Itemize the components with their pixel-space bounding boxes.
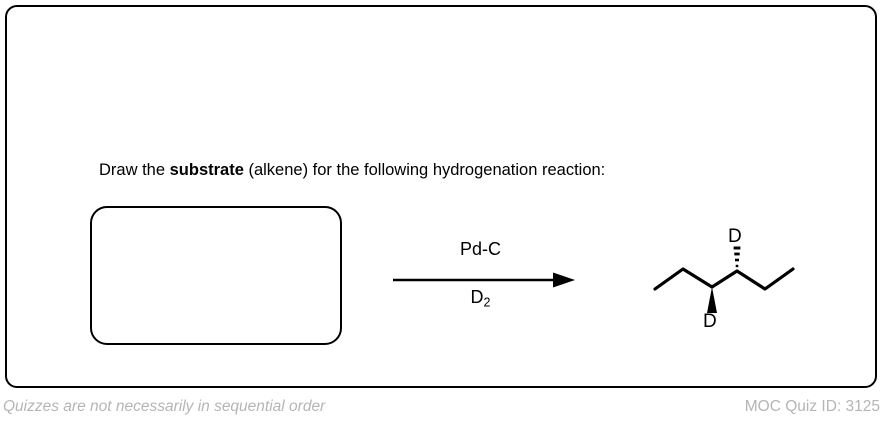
right-arrow-icon — [393, 272, 575, 288]
reagent-below-arrow: D2 — [393, 287, 568, 310]
question-suffix: (alkene) for the following hydrogenation… — [243, 161, 606, 179]
reaction-arrow-group: Pd-C D2 — [393, 239, 578, 319]
question-prefix: Draw the — [99, 161, 170, 179]
solid-wedge-bond — [707, 287, 717, 313]
reagent-below-subscript: 2 — [483, 295, 491, 310]
skeletal-structure-icon — [653, 246, 795, 313]
answer-drawing-box[interactable] — [90, 206, 342, 345]
footer-quiz-id: MOC Quiz ID: 3125 — [744, 398, 880, 415]
question-emphasis: substrate — [169, 161, 244, 179]
reagent-above-arrow: Pd-C — [459, 239, 501, 259]
atom-label-d-top: D — [728, 226, 742, 247]
question-prompt: Draw the substrate (alkene) for the foll… — [99, 160, 605, 180]
hashed-wedge-bond — [733, 246, 741, 268]
product-structure: D D — [643, 221, 823, 339]
footer-note: Quizzes are not necessarily in sequentia… — [3, 398, 326, 415]
atom-label-d-bottom: D — [703, 311, 717, 332]
quiz-card: Draw the substrate (alkene) for the foll… — [5, 5, 877, 388]
reagent-below-main: D — [470, 287, 484, 307]
